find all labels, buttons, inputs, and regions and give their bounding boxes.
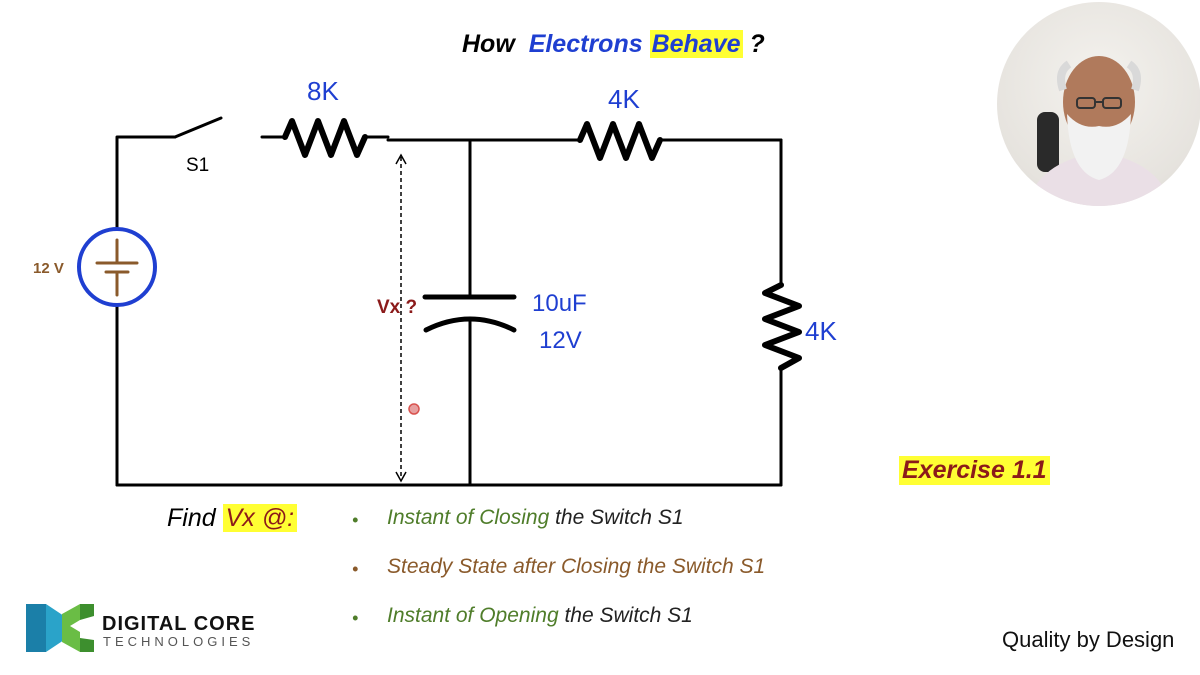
dct-logo-icon — [26, 604, 94, 652]
bullet-rest: the Switch S1 — [558, 604, 693, 627]
bullet-rest: after Closing the Switch S1 — [507, 555, 766, 578]
label-source: 12 V — [33, 260, 64, 277]
bullet-dot: • — [352, 559, 359, 579]
bullet-rest: the Switch S1 — [549, 506, 684, 529]
title-how: How — [462, 30, 515, 58]
find-prompt: Find Vx @: — [167, 504, 298, 533]
switch-arm — [173, 116, 223, 139]
find-highlight: Vx @: — [222, 504, 298, 532]
title-question: ? — [749, 30, 765, 58]
bullet-emphasis: Steady State — [387, 555, 508, 578]
resistor-4k-top — [577, 121, 663, 161]
presenter-video — [997, 2, 1200, 206]
slide-title: How Electrons Behave ? — [462, 30, 765, 59]
label-r3: 4K — [805, 316, 837, 346]
label-switch: S1 — [186, 155, 210, 176]
wire-left — [115, 135, 177, 229]
resistor-8k — [282, 118, 368, 158]
tagline: Quality by Design — [1002, 627, 1175, 652]
logo-name: DIGITAL CORE — [102, 613, 256, 635]
title-electrons: Electrons — [528, 30, 643, 58]
label-vx: Vx ? — [377, 297, 418, 318]
battery-symbol — [95, 238, 139, 297]
presenter-silhouette — [1027, 56, 1171, 206]
find-prefix: Find — [167, 504, 216, 532]
voltage-source — [77, 227, 157, 307]
vx-arrow — [395, 153, 407, 483]
label-r2: 4K — [608, 84, 640, 114]
bullet-emphasis: Instant of Closing — [387, 506, 550, 529]
label-cap-voltage: 12V — [539, 327, 582, 354]
logo-subtitle: TECHNOLOGIES — [103, 634, 255, 649]
bullet-emphasis: Instant of Opening — [387, 604, 559, 627]
exercise-label: Exercise 1.1 — [899, 456, 1050, 485]
label-cap-value: 10uF — [532, 290, 587, 317]
title-behave: Behave — [649, 30, 743, 58]
label-r1: 8K — [307, 76, 339, 106]
resistor-4k-right — [762, 282, 802, 371]
bullet-dot: • — [352, 608, 359, 628]
bullet-dot: • — [352, 510, 359, 530]
pointer-dot — [408, 403, 420, 415]
